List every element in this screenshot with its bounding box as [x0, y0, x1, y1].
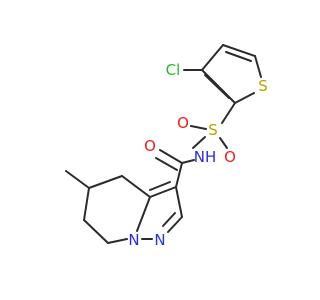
bond-c7-n2: [107, 238, 128, 244]
bonds: [65, 44, 262, 244]
bond-n2-c3a: [136, 196, 151, 232]
bond-s-nh: [192, 136, 206, 149]
bond-c2-c3: [201, 69, 236, 104]
bond-c2-sulfonyl: [221, 102, 236, 124]
atom-labels: Cl S S O O NH O N N: [128, 61, 267, 249]
bond-c2h-n1: [167, 216, 183, 233]
pyrazole-n1-label: N: [154, 231, 165, 249]
bond-c2-c3-double: [204, 74, 230, 99]
bond-co-c3-pyrazole: [175, 162, 183, 188]
bond-co-o: [159, 149, 183, 164]
bond-nh-co: [181, 159, 195, 164]
bond-s-o1: [190, 125, 207, 130]
amide-nh-label: NH: [194, 148, 217, 166]
pyrazole-n2-label: N: [128, 231, 139, 249]
chlorine-atom-label: Cl: [166, 61, 181, 79]
carbonyl-oxygen-label: O: [144, 137, 156, 155]
bond-c5-c6: [83, 187, 90, 221]
bond-c5-s: [254, 55, 262, 78]
bond-c2h-n1-double: [162, 212, 176, 227]
bond-c5-methyl: [65, 170, 90, 189]
bond-s-c2: [234, 92, 255, 104]
bond-c4-c5: [88, 175, 123, 189]
bond-s-o2: [219, 137, 228, 149]
bond-c3-c3a: [149, 186, 177, 198]
bond-c3a-c4: [121, 175, 151, 198]
bond-c3-c2h: [175, 186, 183, 218]
bond-c6-c7: [83, 219, 109, 244]
thiophene-sulfur-label: S: [258, 77, 268, 95]
sulfonyl-sulfur-label: S: [208, 121, 218, 139]
bond-c4-c5: [222, 44, 256, 57]
sulfonyl-oxygen-label-1: O: [177, 114, 189, 132]
bond-co-o-double: [155, 157, 178, 171]
bond-c3-c4: [201, 44, 224, 71]
molecule-structure: Cl S S O O NH O N N: [65, 44, 268, 249]
sulfonyl-oxygen-label-2: O: [224, 148, 236, 166]
bond-c4-c5-double: [225, 51, 252, 62]
bond-c3-c3a-double: [149, 181, 171, 191]
